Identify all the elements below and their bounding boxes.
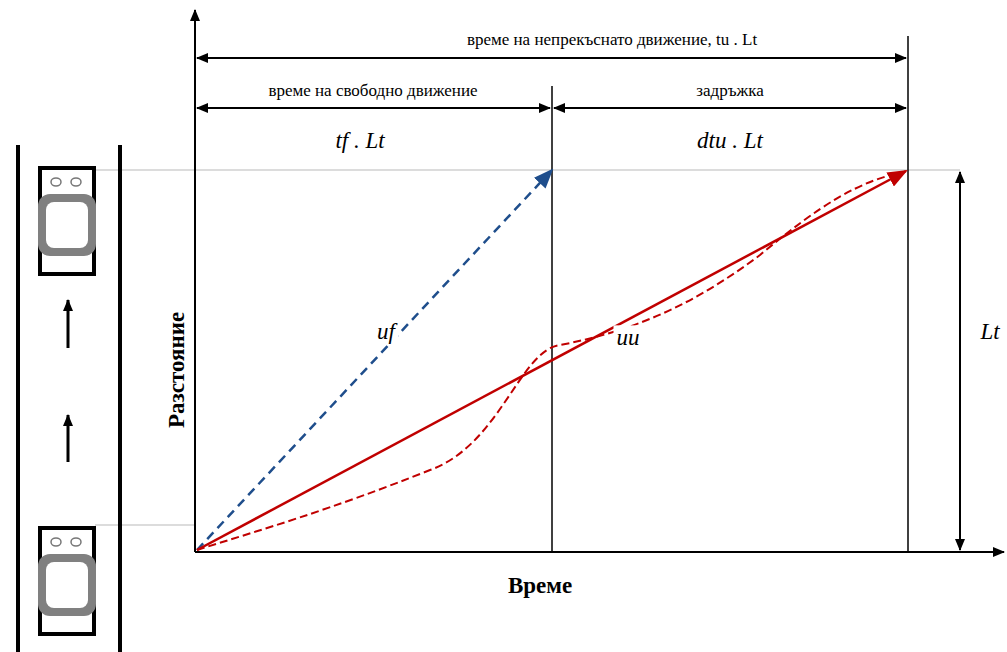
car-icon xyxy=(38,526,96,636)
dimension-arrow xyxy=(959,172,961,550)
car-icon xyxy=(38,166,96,276)
separator-line xyxy=(907,36,909,552)
free-time-formula: tf . Lt xyxy=(335,128,384,153)
dimension-arrow xyxy=(554,107,906,109)
dimension-arrow xyxy=(197,57,906,59)
actual-trajectory xyxy=(197,172,905,550)
total-time-label: време на непрекъснато движение, tu . Lt xyxy=(467,31,757,50)
delay-label: задръжка xyxy=(696,82,764,101)
dimension-arrow xyxy=(197,107,550,109)
guide-line xyxy=(95,169,960,171)
free-flow-line xyxy=(197,170,552,550)
direction-arrow xyxy=(67,415,70,462)
road-edge xyxy=(118,145,122,652)
x-axis xyxy=(195,551,1004,553)
road-edge xyxy=(16,145,20,652)
axis-title: Време xyxy=(508,573,572,598)
direction-arrow xyxy=(67,300,70,348)
speed-label: uu xyxy=(614,325,643,350)
axis-title: Разстояние xyxy=(164,312,189,428)
delay-formula: dtu . Lt xyxy=(697,128,763,153)
distance-label: Lt xyxy=(980,319,999,344)
average-trajectory xyxy=(197,171,906,550)
y-axis xyxy=(194,10,196,552)
speed-label: uf xyxy=(374,319,398,344)
separator-line xyxy=(551,86,553,552)
free-time-label: време на свободно движение xyxy=(268,82,477,101)
guide-line xyxy=(95,524,195,526)
